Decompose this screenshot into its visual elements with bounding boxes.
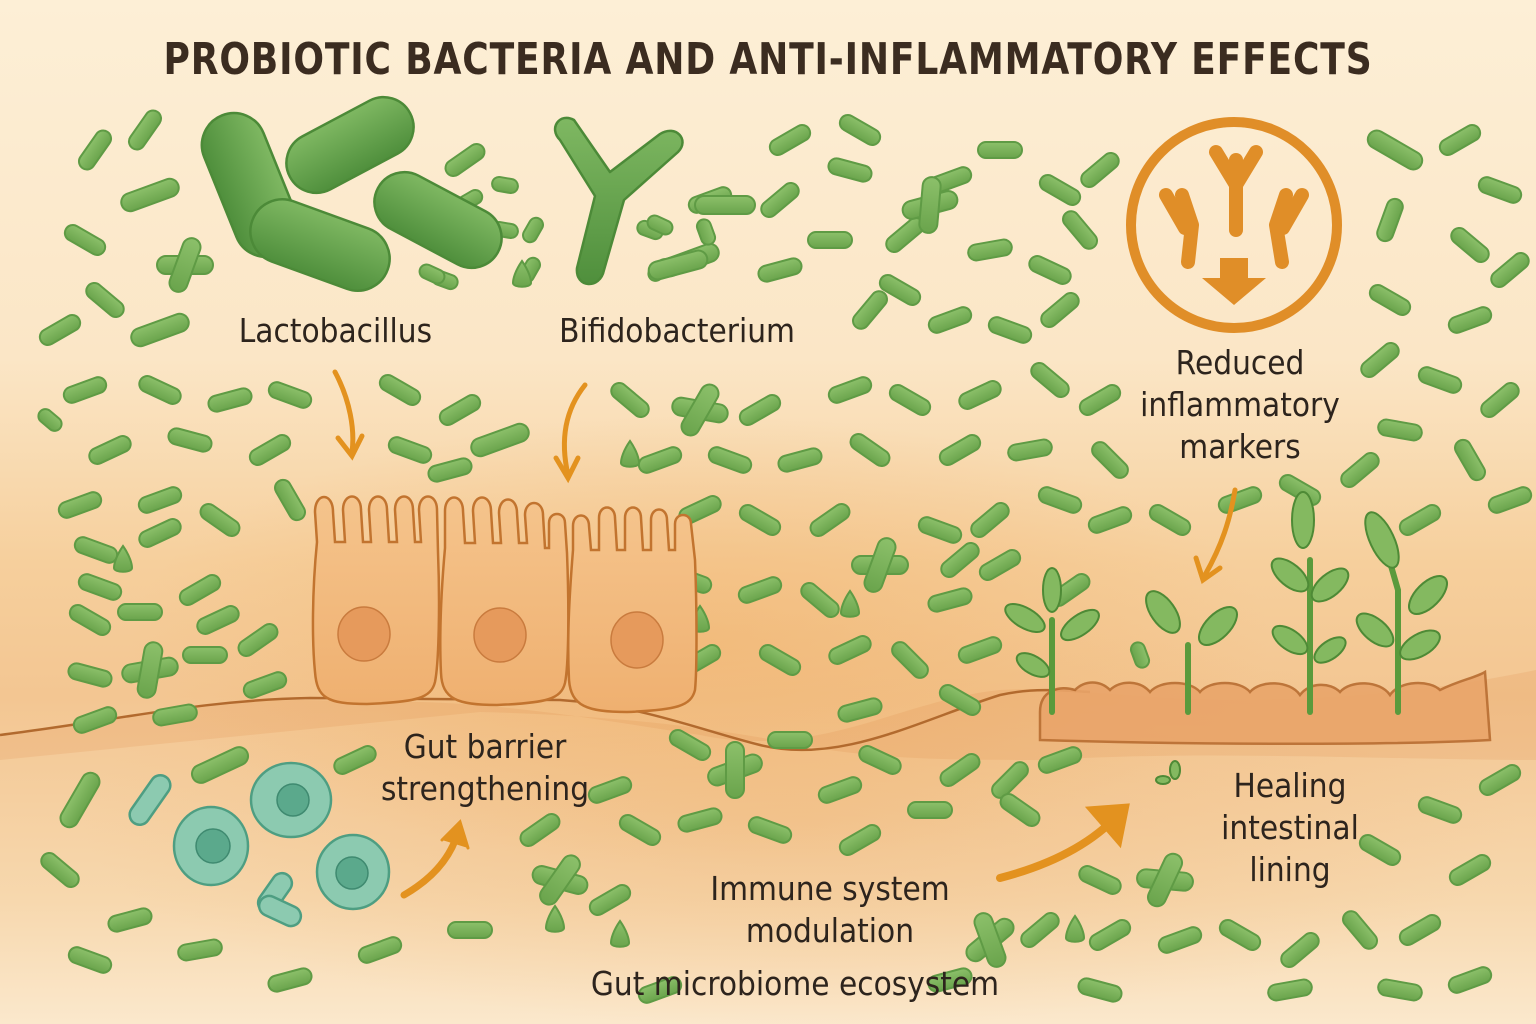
label-line: Reduced bbox=[1175, 343, 1305, 382]
label-line: markers bbox=[1179, 427, 1301, 466]
epithelial-cell-icon bbox=[311, 495, 698, 714]
curved-arrow-icon bbox=[332, 369, 1238, 899]
label-gut-barrier: Gut barrier strengthening bbox=[368, 726, 602, 810]
label-bifidobacterium: Bifidobacterium bbox=[559, 311, 795, 350]
label-reduced-inflammatory-markers: Reduced inflammatory markers bbox=[1132, 342, 1348, 468]
label-lactobacillus: Lactobacillus bbox=[238, 311, 433, 350]
antibody-down-arrow-icon bbox=[1126, 117, 1342, 333]
label-ecosystem: Gut microbiome ecosystem bbox=[590, 964, 1000, 1003]
label-line: inflammatory bbox=[1140, 385, 1340, 424]
healing-lining-illustration bbox=[1004, 491, 1492, 785]
label-line: intestinal bbox=[1221, 808, 1359, 847]
label-line: Healing bbox=[1233, 766, 1347, 805]
label-line: lining bbox=[1249, 850, 1331, 889]
label-line: strengthening bbox=[380, 769, 590, 808]
label-line: Immune system bbox=[710, 869, 950, 908]
label-immune-modulation: Immune system modulation bbox=[695, 868, 965, 952]
immune-cell-icon bbox=[128, 761, 391, 928]
label-line: modulation bbox=[745, 911, 915, 950]
bifidobacterium-illustration bbox=[553, 116, 756, 286]
label-healing-lining: Healing intestinal lining bbox=[1200, 765, 1380, 891]
lactobacillus-illustration bbox=[200, 95, 547, 292]
label-line: Gut barrier bbox=[403, 727, 567, 766]
page-title: PROBIOTIC BACTERIA AND ANTI-INFLAMMATORY… bbox=[163, 34, 1373, 85]
